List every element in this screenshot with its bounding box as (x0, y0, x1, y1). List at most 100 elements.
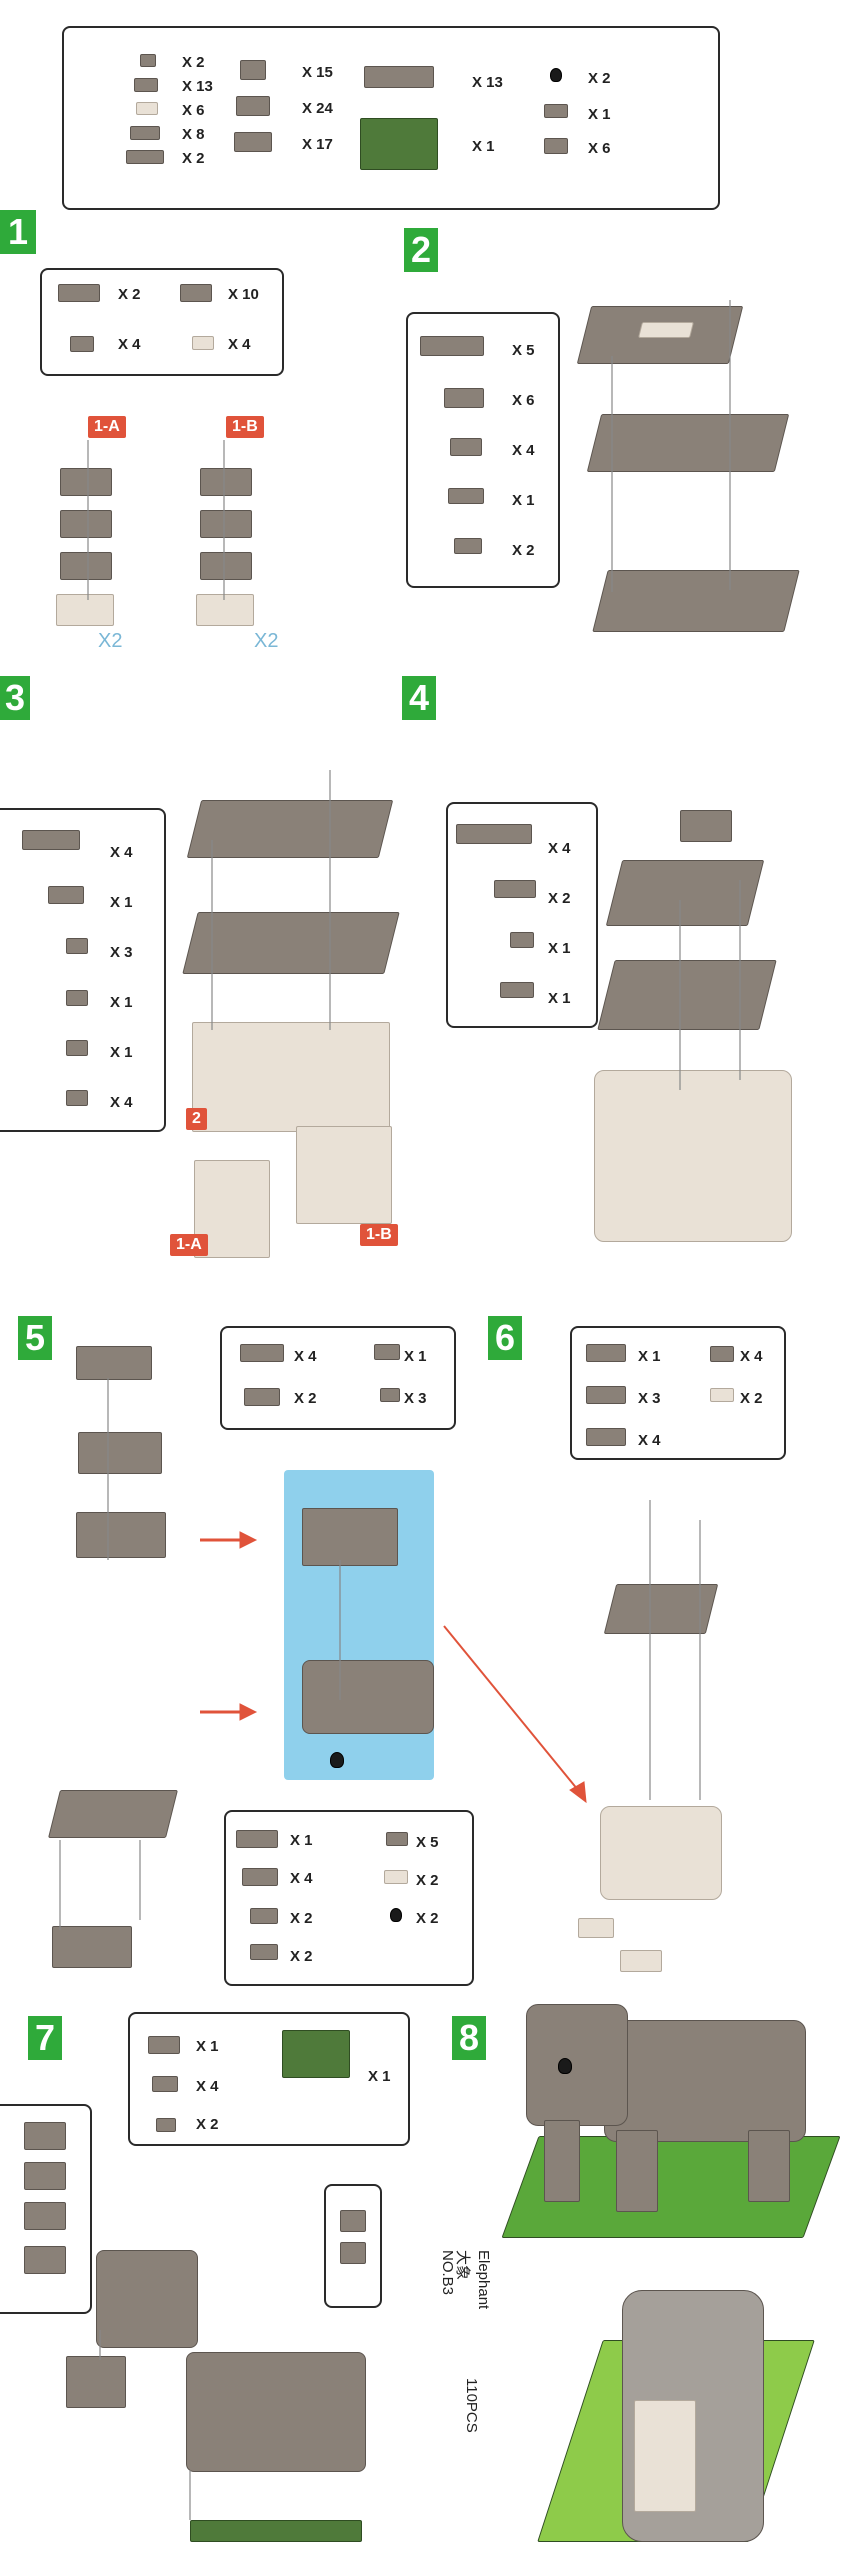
part-qty: X 2 (588, 70, 611, 87)
multiplier-label: X2 (254, 630, 279, 652)
part-qty: X 4 (118, 336, 141, 353)
part-qty: X 2 (294, 1390, 317, 1407)
part-qty: X 2 (416, 1910, 439, 1927)
part-qty: X 3 (638, 1390, 661, 1407)
step4-parts-panel: X 4 X 2 X 1 X 1 (446, 802, 598, 1028)
step6-body (600, 1806, 722, 1900)
part-qty: X 2 (182, 54, 205, 71)
part-qty: X 2 (290, 1910, 313, 1927)
step4-head-top (680, 810, 732, 842)
step-number: 5 (18, 1316, 52, 1360)
part-qty: X 1 (472, 138, 495, 155)
step-number: 7 (28, 2016, 62, 2060)
step7-body-assembly (186, 2352, 366, 2472)
part-qty: X 2 (290, 1948, 313, 1965)
step5-head-part (78, 1432, 162, 1474)
subassembly-tag: 1-A (170, 1234, 208, 1256)
step7-base-plate (190, 2520, 362, 2542)
part-qty: X 3 (110, 944, 133, 961)
part-qty: X 24 (302, 100, 333, 117)
step7-head-assembly (96, 2250, 198, 2348)
part-qty: X 4 (548, 840, 571, 857)
part-qty: X 4 (740, 1348, 763, 1365)
subassembly-tag: 2 (186, 1108, 207, 1130)
part-qty: X 4 (228, 336, 251, 353)
part-qty: X 1 (110, 994, 133, 1011)
eye-piece-icon (550, 68, 562, 82)
subassembly-tag: 1-B (360, 1224, 398, 1246)
part-qty: X 1 (368, 2068, 391, 2085)
step-number: 8 (452, 2016, 486, 2060)
brick-1x2-side-icon (544, 138, 568, 154)
step4-body (594, 1070, 792, 1242)
part-qty: X 4 (638, 1432, 661, 1449)
part-qty: X 8 (182, 126, 205, 143)
brick-1x1-icon (140, 54, 156, 67)
part-qty: X 1 (110, 894, 133, 911)
part-qty: X 3 (404, 1390, 427, 1407)
brick-1x2-slope-icon (544, 104, 568, 118)
brick-1x4-icon (126, 150, 164, 164)
part-qty: X 1 (548, 990, 571, 1007)
step2-parts-panel: X 5 X 6 X 4 X 1 X 2 (406, 312, 560, 588)
step5-trunk-base (52, 1926, 132, 1968)
step-number: 1 (0, 210, 36, 254)
part-qty: X 2 (118, 286, 141, 303)
head-assembled (302, 1508, 398, 1566)
brick-1x2-light-icon (192, 336, 214, 350)
step6-tail-piece (578, 1918, 614, 1938)
brick-2x2-icon (180, 284, 212, 302)
step7-parts-panel: X 1 X 1 X 4 X 2 (128, 2012, 410, 2146)
step7-trunk (66, 2356, 126, 2408)
part-qty: X 1 (110, 1044, 133, 1061)
part-qty: X 1 (404, 1348, 427, 1365)
step5-parts-panel-bottom: X 1 X 5 X 4 X 2 X 2 X 2 X 2 (224, 1810, 474, 1986)
part-qty: X 2 (182, 150, 205, 167)
part-qty: X 4 (290, 1870, 313, 1887)
part-qty: X 5 (416, 1834, 439, 1851)
step6-parts-panel: X 1 X 4 X 3 X 2 X 4 (570, 1326, 786, 1460)
brick-1x2-icon (70, 336, 94, 352)
step7-side-callout (0, 2104, 92, 2314)
step-number: 4 (402, 676, 436, 720)
brick-2x4-icon (234, 132, 272, 152)
part-qty: X 13 (472, 74, 503, 91)
multiplier-label: X2 (98, 630, 123, 652)
brick-1x2-light-icon (136, 102, 158, 115)
brick-1x3-icon (130, 126, 160, 140)
part-qty: X 1 (290, 1832, 313, 1849)
part-qty: X 1 (548, 940, 571, 957)
part-qty: X 2 (740, 1390, 763, 1407)
part-qty: X 4 (110, 1094, 133, 1111)
step6-tail-piece (620, 1950, 662, 1972)
part-qty: X 13 (182, 78, 213, 95)
step5-head-part (76, 1346, 152, 1380)
part-qty: X 2 (512, 542, 535, 559)
part-qty: X 4 (294, 1348, 317, 1365)
part-qty: X 4 (110, 844, 133, 861)
step7-side-callout (324, 2184, 382, 2308)
part-qty: X 10 (228, 286, 259, 303)
base-plate-icon (360, 118, 438, 170)
part-qty: X 2 (548, 890, 571, 907)
part-qty: X 6 (512, 392, 535, 409)
brick-1x2-icon (134, 78, 158, 92)
step1-parts-panel: X 2 X 10 X 4 X 4 (40, 268, 284, 376)
part-qty: X 1 (638, 1348, 661, 1365)
part-qty: X 5 (512, 342, 535, 359)
parts-list-panel: X 2 X 13 X 6 X 8 X 2 X 15 X 24 X 17 X 13… (62, 26, 720, 210)
subassembly-tag: 1-A (88, 416, 126, 438)
step-number: 3 (0, 676, 30, 720)
part-qty: X 6 (182, 102, 205, 119)
step5-head-part (76, 1512, 166, 1558)
brick-2x6-icon (364, 66, 434, 88)
head-trunk-assembled (302, 1660, 434, 1734)
step5-parts-panel-top: X 4 X 1 X 2 X 3 (220, 1326, 456, 1430)
step-number: 6 (488, 1316, 522, 1360)
part-qty: X 1 (588, 106, 611, 123)
elephant-eye-icon (558, 2058, 572, 2074)
part-qty: X 17 (302, 136, 333, 153)
part-qty: X 2 (416, 1872, 439, 1889)
eye-piece-icon (330, 1752, 344, 1768)
